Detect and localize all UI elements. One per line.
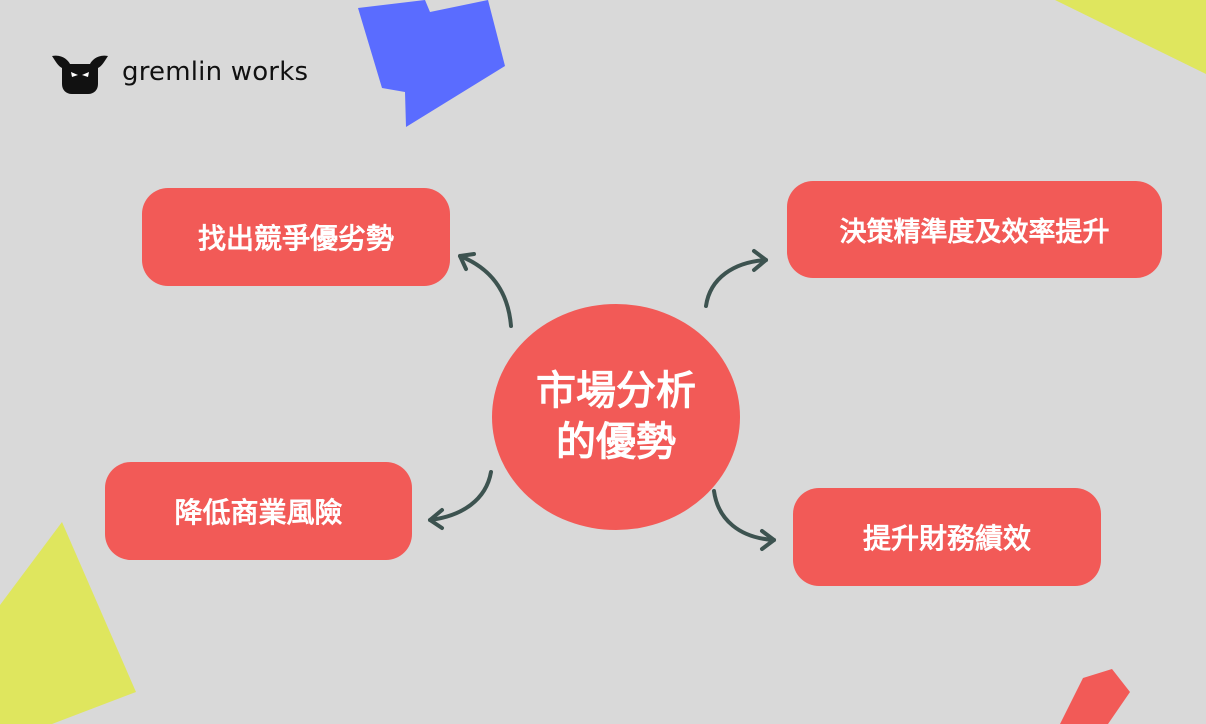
yellow-shape-top-right: [1055, 0, 1206, 74]
node-financial-performance: 提升財務績效: [793, 488, 1101, 586]
blue-shape: [358, 0, 505, 127]
node-label: 找出競爭優劣勢: [197, 222, 394, 255]
central-topic: 市場分析 的優勢: [492, 304, 740, 530]
arrow-to-bottom-right: [712, 489, 776, 551]
node-competitive-analysis: 找出競爭優劣勢: [142, 188, 450, 286]
node-decision-efficiency: 決策精準度及效率提升: [787, 181, 1162, 278]
red-shape-bottom-right: [1060, 669, 1130, 724]
arrow-to-bottom-left: [428, 470, 493, 530]
central-topic-label: 市場分析 的優勢: [536, 367, 696, 465]
node-label: 降低商業風險: [174, 496, 343, 529]
arrow-to-top-left: [458, 252, 513, 328]
arrow-to-top-right: [704, 249, 768, 308]
node-reduce-risk: 降低商業風險: [105, 462, 412, 560]
yellow-shape-bottom-left: [0, 522, 136, 724]
gremlin-head-icon: [52, 55, 108, 94]
node-label: 決策精準度及效率提升: [839, 217, 1110, 248]
brand-name: gremlin works: [122, 57, 309, 87]
node-label: 提升財務績效: [862, 522, 1031, 555]
brand-logo: gremlin works: [48, 50, 308, 94]
